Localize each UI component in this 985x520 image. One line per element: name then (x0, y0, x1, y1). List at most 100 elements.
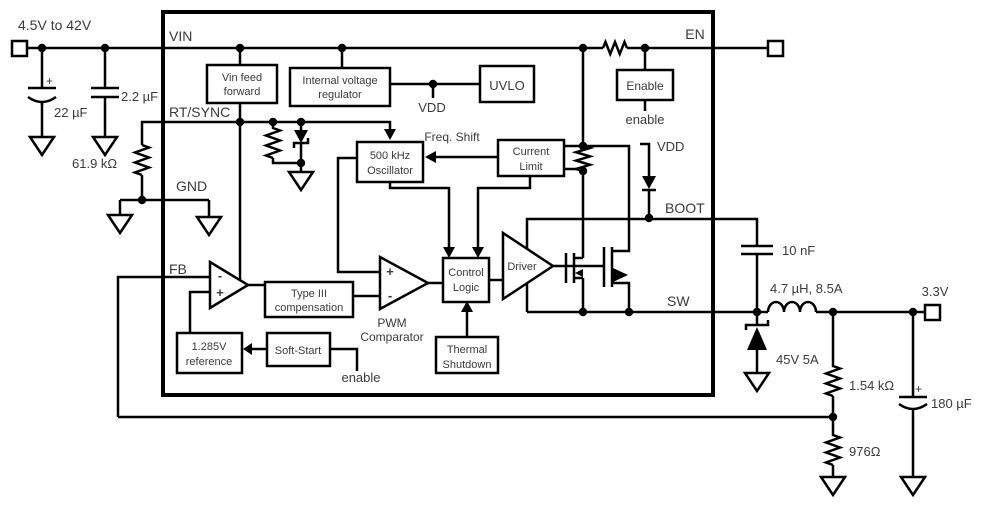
function-blocks (175, 63, 675, 375)
block-thermal-shutdown (434, 335, 500, 375)
vdd-label-right: VDD (657, 139, 684, 154)
input-cap-plus: + (46, 74, 53, 88)
ref-to-ea (188, 290, 215, 333)
ground-icon (818, 475, 848, 498)
block-vin-feed-forward (205, 63, 279, 105)
osc-to-logic (388, 182, 451, 249)
block-internal-regulator (288, 66, 392, 108)
pin-gnd: GND (176, 178, 207, 194)
fb-top-resistor-value: 1.54 kΩ (849, 378, 894, 393)
enable-block-label: Enable (626, 79, 664, 93)
ic-boundary (161, 10, 715, 397)
labels: 4.5V to 42V + 22 µF 2.2 µF 61.9 kΩ VIN R… (18, 17, 972, 459)
ea-inverting-sign: - (218, 268, 222, 283)
output-cap-plus: + (915, 382, 922, 396)
m2-source (612, 281, 631, 312)
pin-vin: VIN (169, 28, 192, 44)
ground-icon (27, 135, 57, 158)
inductor-symbol (766, 300, 818, 313)
cl-to-logic (476, 176, 532, 249)
pin-en: EN (685, 26, 704, 42)
type-iii-label1: Type III (291, 288, 327, 300)
output-terminal (923, 303, 942, 322)
ea-noninverting-sign: + (216, 285, 224, 300)
m2-body-arrow-icon (613, 268, 628, 282)
pwm-comparator-label2: Comparator (360, 330, 423, 344)
block-current-limit (496, 138, 566, 178)
current-limit-label2: Limit (519, 161, 542, 173)
block-type-iii-compensation (263, 280, 355, 319)
bypass-cap-value: 2.2 µF (121, 89, 158, 104)
bypass-cap-symbol (91, 86, 119, 99)
type-iii-label2: compensation (275, 302, 344, 314)
rt-resistor-symbol (131, 143, 153, 177)
soft-start-label: Soft-Start (275, 345, 321, 357)
arrow-freq-shift-icon (425, 151, 436, 163)
enable-signal-top: enable (625, 112, 664, 127)
m1-bars (564, 253, 585, 312)
output-cap-symbol (898, 395, 928, 411)
enable-signal-bottom: enable (341, 370, 380, 385)
error-amplifier (208, 259, 251, 311)
catch-diode-value: 45V 5A (776, 352, 819, 367)
drain-route (583, 144, 631, 253)
arrow-thermal-to-logic-icon (461, 301, 473, 312)
capacitors (27, 86, 928, 411)
ground-icon (286, 170, 316, 193)
pin-rt-sync: RT/SYNC (169, 104, 230, 120)
junction-dots (37, 43, 918, 422)
reference-label2: reference (186, 356, 232, 368)
catch-diode-icon (747, 327, 767, 350)
input-voltage-label: 4.5V to 42V (18, 17, 92, 33)
pwm-plus-sign: + (386, 264, 394, 279)
driver-triangle (501, 230, 556, 302)
driver-label: Driver (507, 261, 537, 273)
rt-int-resistor (262, 122, 301, 165)
semiconductor-symbols (294, 130, 767, 350)
internal-regulator-label2: regulator (318, 89, 362, 101)
inductor-value: 4.7 µH, 8.5A (770, 281, 843, 296)
pwm-minus-sign: - (388, 288, 392, 303)
rt-resistor-value: 61.9 kΩ (72, 156, 117, 171)
vin-feed-forward-label1: Vin feed (222, 72, 262, 84)
arrow-cl-to-logic-icon (472, 247, 484, 258)
block-enable (615, 68, 675, 102)
boot-cap-value: 10 nF (782, 243, 815, 258)
signal-arrows (243, 129, 484, 355)
ground-icon (105, 213, 135, 236)
vin-feed-forward-label2: forward (224, 86, 261, 98)
net-fb (116, 275, 215, 417)
net-rtsync-ext (140, 120, 163, 200)
cl-sense-taps (564, 144, 583, 171)
output-voltage-label: 3.3V (922, 284, 949, 299)
ground-icon (742, 371, 772, 394)
control-logic-label2: Logic (453, 282, 480, 294)
fb-bottom-resistor-value: 976Ω (849, 444, 881, 459)
m1-body-arrow-icon (575, 269, 583, 277)
uvlo-label: UVLO (489, 78, 524, 93)
control-logic-label1: Control (448, 267, 483, 279)
thermal-shutdown-label1: Thermal (447, 344, 487, 356)
ground-icon (194, 215, 224, 238)
output-cap-value: 180 µF (931, 396, 972, 411)
pwm-comparator-label1: PWM (377, 316, 406, 330)
reference-label1: 1.285V (192, 341, 228, 353)
softstart-enable-stub (330, 347, 359, 371)
rt-zener-icon (294, 130, 308, 143)
terminals (10, 39, 942, 322)
arrow-rtsync-to-osc-icon (384, 129, 396, 140)
ground-icon (90, 135, 120, 158)
block-oscillator (355, 140, 425, 184)
en-series-resistor (601, 38, 629, 58)
block-soft-start (265, 331, 332, 368)
oscillator-label1: 500 kHz (370, 150, 410, 162)
oscillator-label2: Oscillator (367, 165, 413, 177)
boot-diode-icon (642, 176, 656, 189)
pin-boot: BOOT (665, 200, 705, 216)
pin-fb: FB (169, 261, 187, 277)
input-cap-value: 22 µF (54, 105, 88, 120)
boot-diode-branch (640, 142, 656, 218)
block-control-logic (441, 256, 491, 304)
